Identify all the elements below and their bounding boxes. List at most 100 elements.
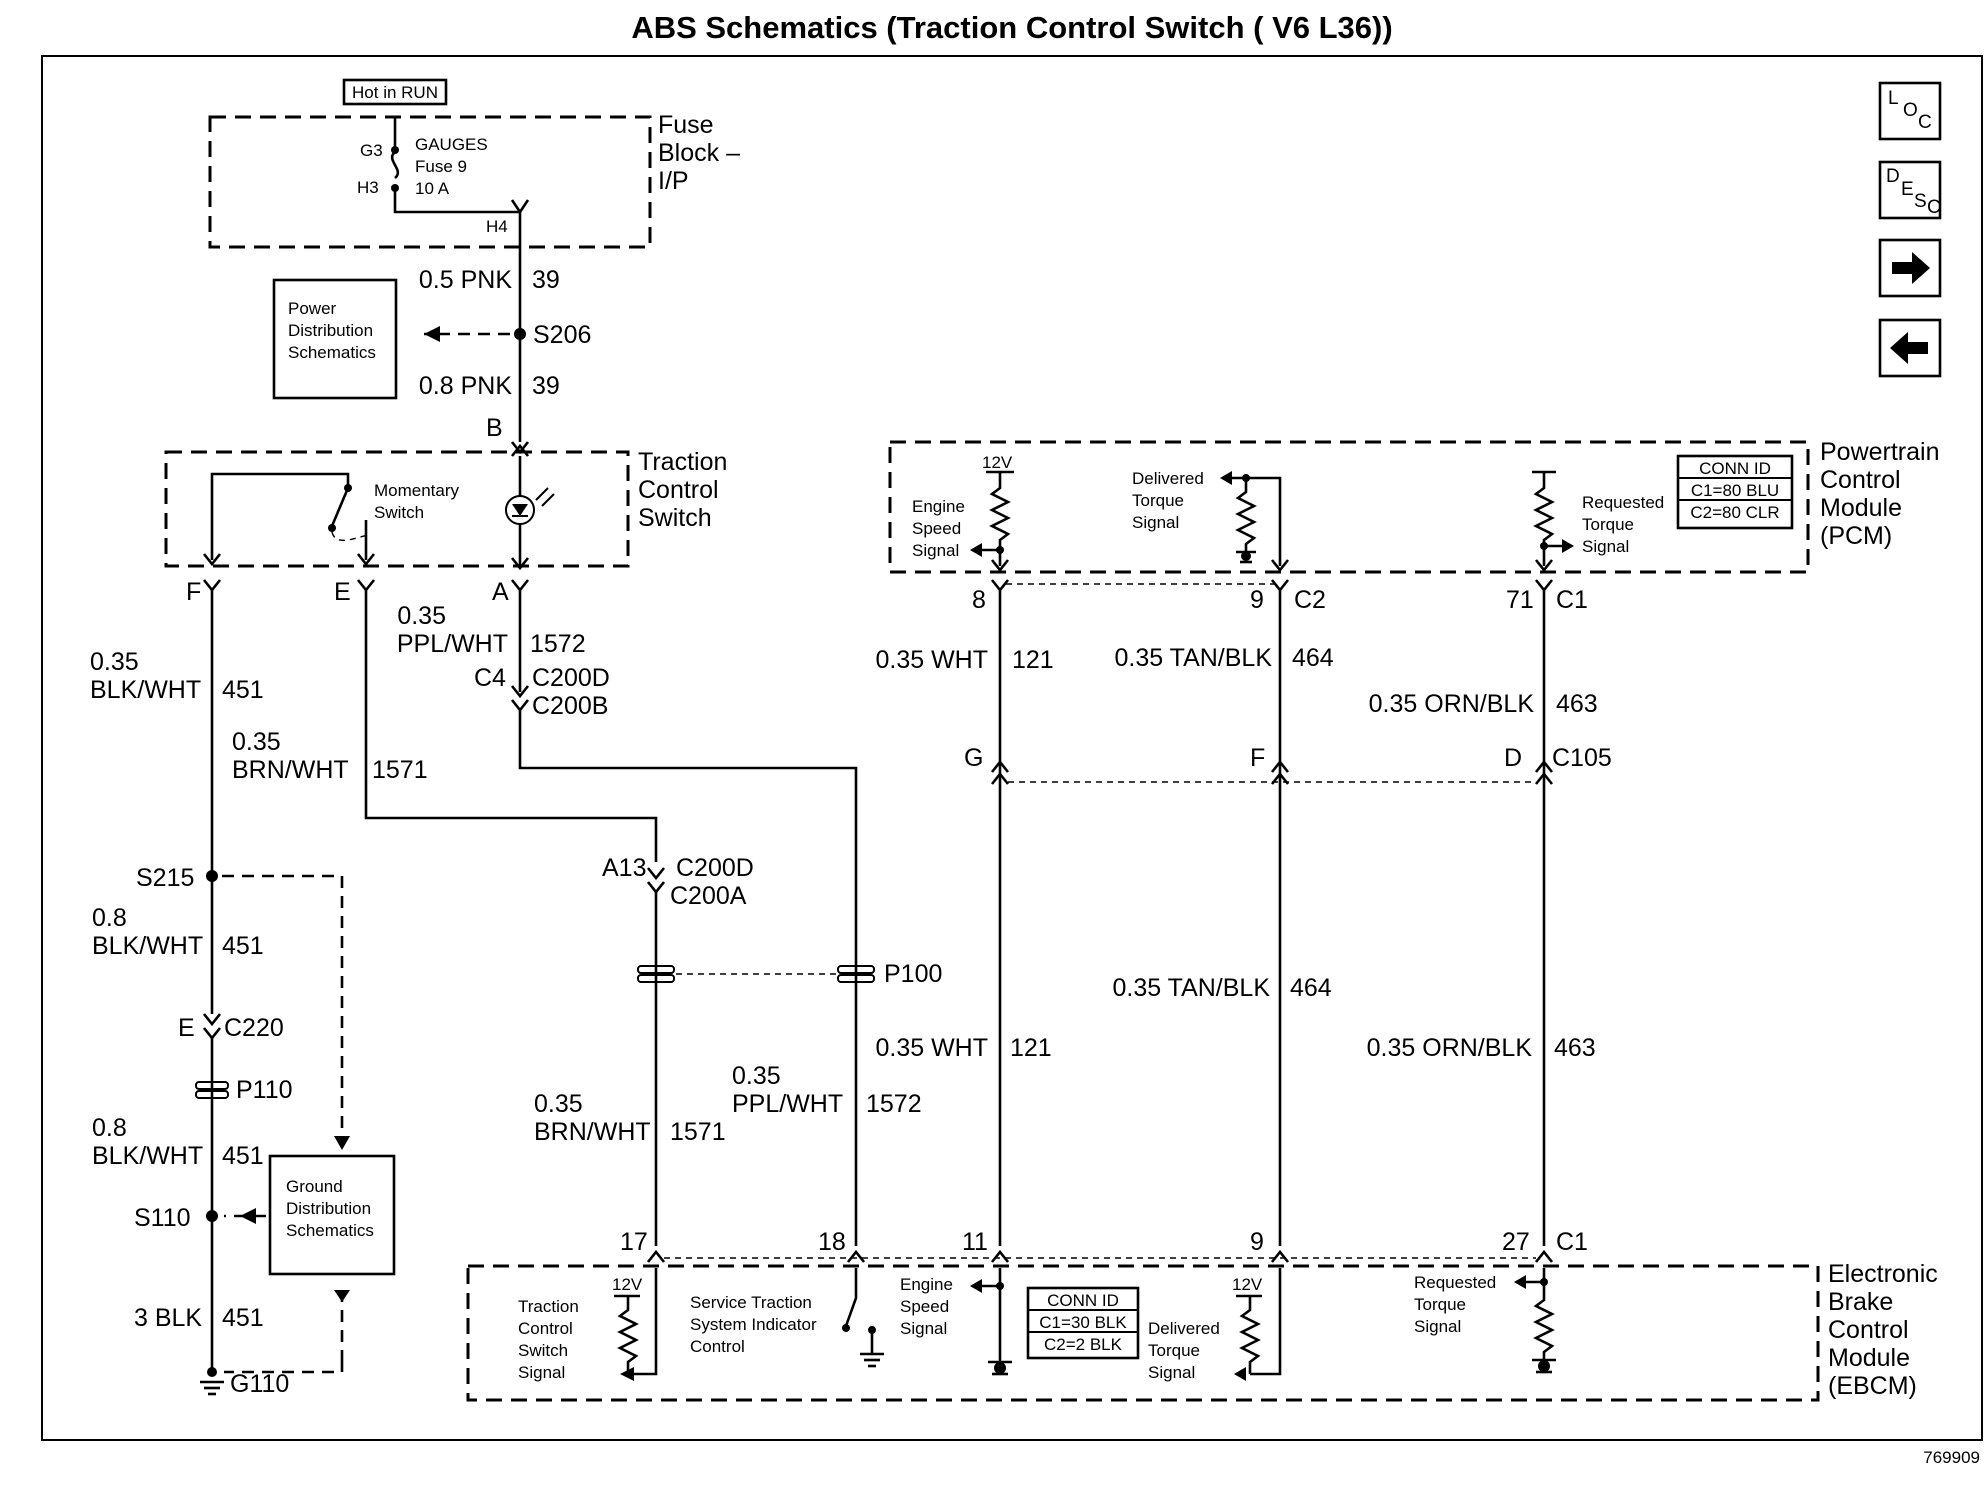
ground-distribution-box[interactable] — [268, 1154, 396, 1276]
indicator-switch-icon — [844, 1268, 858, 1327]
svg-text:Engine: Engine — [900, 1275, 953, 1294]
page-title: ABS Schematics (Traction Control Switch … — [631, 10, 1392, 45]
svg-text:C200D: C200D — [532, 664, 610, 692]
fuse-block: Hot in RUN Fuse Block – I/P G3 H3 GAUGES… — [208, 78, 740, 249]
svg-text:System Indicator: System Indicator — [690, 1315, 817, 1334]
svg-text:GAUGES: GAUGES — [415, 135, 488, 154]
svg-text:C105: C105 — [1552, 744, 1612, 772]
svg-text:12V: 12V — [612, 1275, 643, 1294]
svg-text:C1=80 BLU: C1=80 BLU — [1691, 481, 1779, 500]
svg-text:0.35 TAN/BLK: 0.35 TAN/BLK — [1115, 644, 1273, 672]
svg-text:Traction: Traction — [518, 1297, 579, 1316]
svg-text:H4: H4 — [486, 217, 508, 236]
svg-text:Control: Control — [518, 1319, 573, 1338]
svg-text:121: 121 — [1012, 646, 1054, 674]
svg-text:464: 464 — [1290, 974, 1332, 1002]
svg-text:0.35 WHT: 0.35 WHT — [875, 1034, 988, 1062]
svg-text:0.8: 0.8 — [92, 1114, 127, 1142]
svg-text:Torque: Torque — [1414, 1295, 1466, 1314]
svg-text:Brake: Brake — [1828, 1288, 1893, 1316]
svg-text:451: 451 — [222, 1304, 264, 1332]
svg-text:C200D: C200D — [676, 854, 754, 882]
svg-text:Speed: Speed — [900, 1297, 949, 1316]
figure-number: 769909 — [1923, 1448, 1980, 1467]
svg-text:C2: C2 — [1294, 586, 1326, 614]
svg-text:0.8 PNK: 0.8 PNK — [419, 372, 512, 400]
svg-text:Schematics: Schematics — [286, 1221, 374, 1240]
svg-text:C200A: C200A — [670, 882, 747, 910]
svg-text:C1: C1 — [1556, 586, 1588, 614]
svg-text:Control: Control — [1820, 466, 1901, 494]
svg-text:C220: C220 — [224, 1014, 284, 1042]
splice-s206 — [514, 328, 526, 340]
svg-text:S215: S215 — [136, 864, 194, 892]
svg-text:E: E — [178, 1014, 195, 1042]
svg-text:0.5 PNK: 0.5 PNK — [419, 266, 512, 294]
svg-text:(EBCM): (EBCM) — [1828, 1372, 1917, 1400]
svg-text:Power: Power — [288, 299, 337, 318]
svg-text:C200B: C200B — [532, 692, 608, 720]
svg-text:463: 463 — [1554, 1034, 1596, 1062]
traction-control-switch: Traction Control Switch Momentary Switch — [164, 448, 727, 571]
svg-text:Control: Control — [1828, 1316, 1909, 1344]
prev-button[interactable] — [1878, 318, 1942, 378]
svg-text:Service Traction: Service Traction — [690, 1293, 812, 1312]
svg-text:Distribution: Distribution — [286, 1199, 371, 1218]
svg-text:121: 121 — [1010, 1034, 1052, 1062]
svg-text:11: 11 — [962, 1228, 988, 1256]
svg-text:12V: 12V — [982, 453, 1013, 472]
svg-text:Signal: Signal — [900, 1319, 947, 1338]
svg-text:464: 464 — [1292, 644, 1334, 672]
svg-text:1571: 1571 — [372, 756, 428, 784]
svg-text:Signal: Signal — [1132, 513, 1179, 532]
svg-text:F: F — [1250, 744, 1265, 772]
svg-text:PPL/WHT: PPL/WHT — [397, 630, 508, 658]
svg-text:Schematics: Schematics — [288, 343, 376, 362]
svg-text:0.35 ORN/BLK: 0.35 ORN/BLK — [1369, 690, 1535, 718]
svg-text:CONN ID: CONN ID — [1047, 1291, 1119, 1310]
loc-label: L — [1888, 88, 1899, 109]
svg-text:P110: P110 — [236, 1076, 293, 1104]
svg-text:0.35: 0.35 — [534, 1090, 583, 1118]
svg-text:D: D — [1504, 744, 1522, 772]
svg-text:B: B — [486, 414, 503, 442]
svg-text:C4: C4 — [474, 664, 506, 692]
loc-button[interactable]: L O C — [1878, 81, 1942, 141]
splice-s110 — [206, 1210, 218, 1222]
svg-text:BRN/WHT: BRN/WHT — [232, 756, 349, 784]
svg-text:F: F — [186, 578, 201, 606]
svg-text:451: 451 — [222, 1142, 264, 1170]
svg-text:O: O — [1903, 100, 1918, 121]
svg-text:E: E — [1901, 179, 1914, 200]
power-distribution-box[interactable] — [272, 278, 398, 400]
svg-text:1572: 1572 — [866, 1090, 922, 1118]
svg-text:BLK/WHT: BLK/WHT — [90, 676, 201, 704]
svg-text:Control: Control — [690, 1337, 745, 1356]
desc-button[interactable]: D E S C — [1878, 160, 1942, 220]
desc-label: D — [1886, 166, 1900, 187]
svg-text:A13: A13 — [602, 854, 646, 882]
svg-text:10 A: 10 A — [415, 179, 450, 198]
svg-text:Switch: Switch — [374, 503, 424, 522]
svg-text:Speed: Speed — [912, 519, 961, 538]
svg-text:Engine: Engine — [912, 497, 965, 516]
svg-text:(PCM): (PCM) — [1820, 522, 1892, 550]
svg-text:G: G — [964, 744, 983, 772]
svg-text:0.8: 0.8 — [92, 904, 127, 932]
svg-text:463: 463 — [1556, 690, 1598, 718]
svg-text:Torque: Torque — [1582, 515, 1634, 534]
svg-text:Module: Module — [1828, 1344, 1910, 1372]
svg-text:Distribution: Distribution — [288, 321, 373, 340]
diagram-frame — [41, 55, 1983, 1441]
next-button[interactable] — [1878, 238, 1942, 298]
electronic-brake-control-module: Electronic Brake Control Module (EBCM) 1… — [466, 1260, 1938, 1402]
arrow-left-icon — [1890, 332, 1928, 364]
svg-text:0.35: 0.35 — [90, 648, 139, 676]
svg-text:Electronic: Electronic — [1828, 1260, 1938, 1288]
svg-text:Fuse 9: Fuse 9 — [415, 157, 467, 176]
svg-text:1572: 1572 — [530, 630, 586, 658]
svg-text:0.35 TAN/BLK: 0.35 TAN/BLK — [1113, 974, 1271, 1002]
svg-text:Requested: Requested — [1582, 493, 1664, 512]
powertrain-control-module: Powertrain Control Module (PCM) 12V Engi… — [888, 438, 1940, 574]
